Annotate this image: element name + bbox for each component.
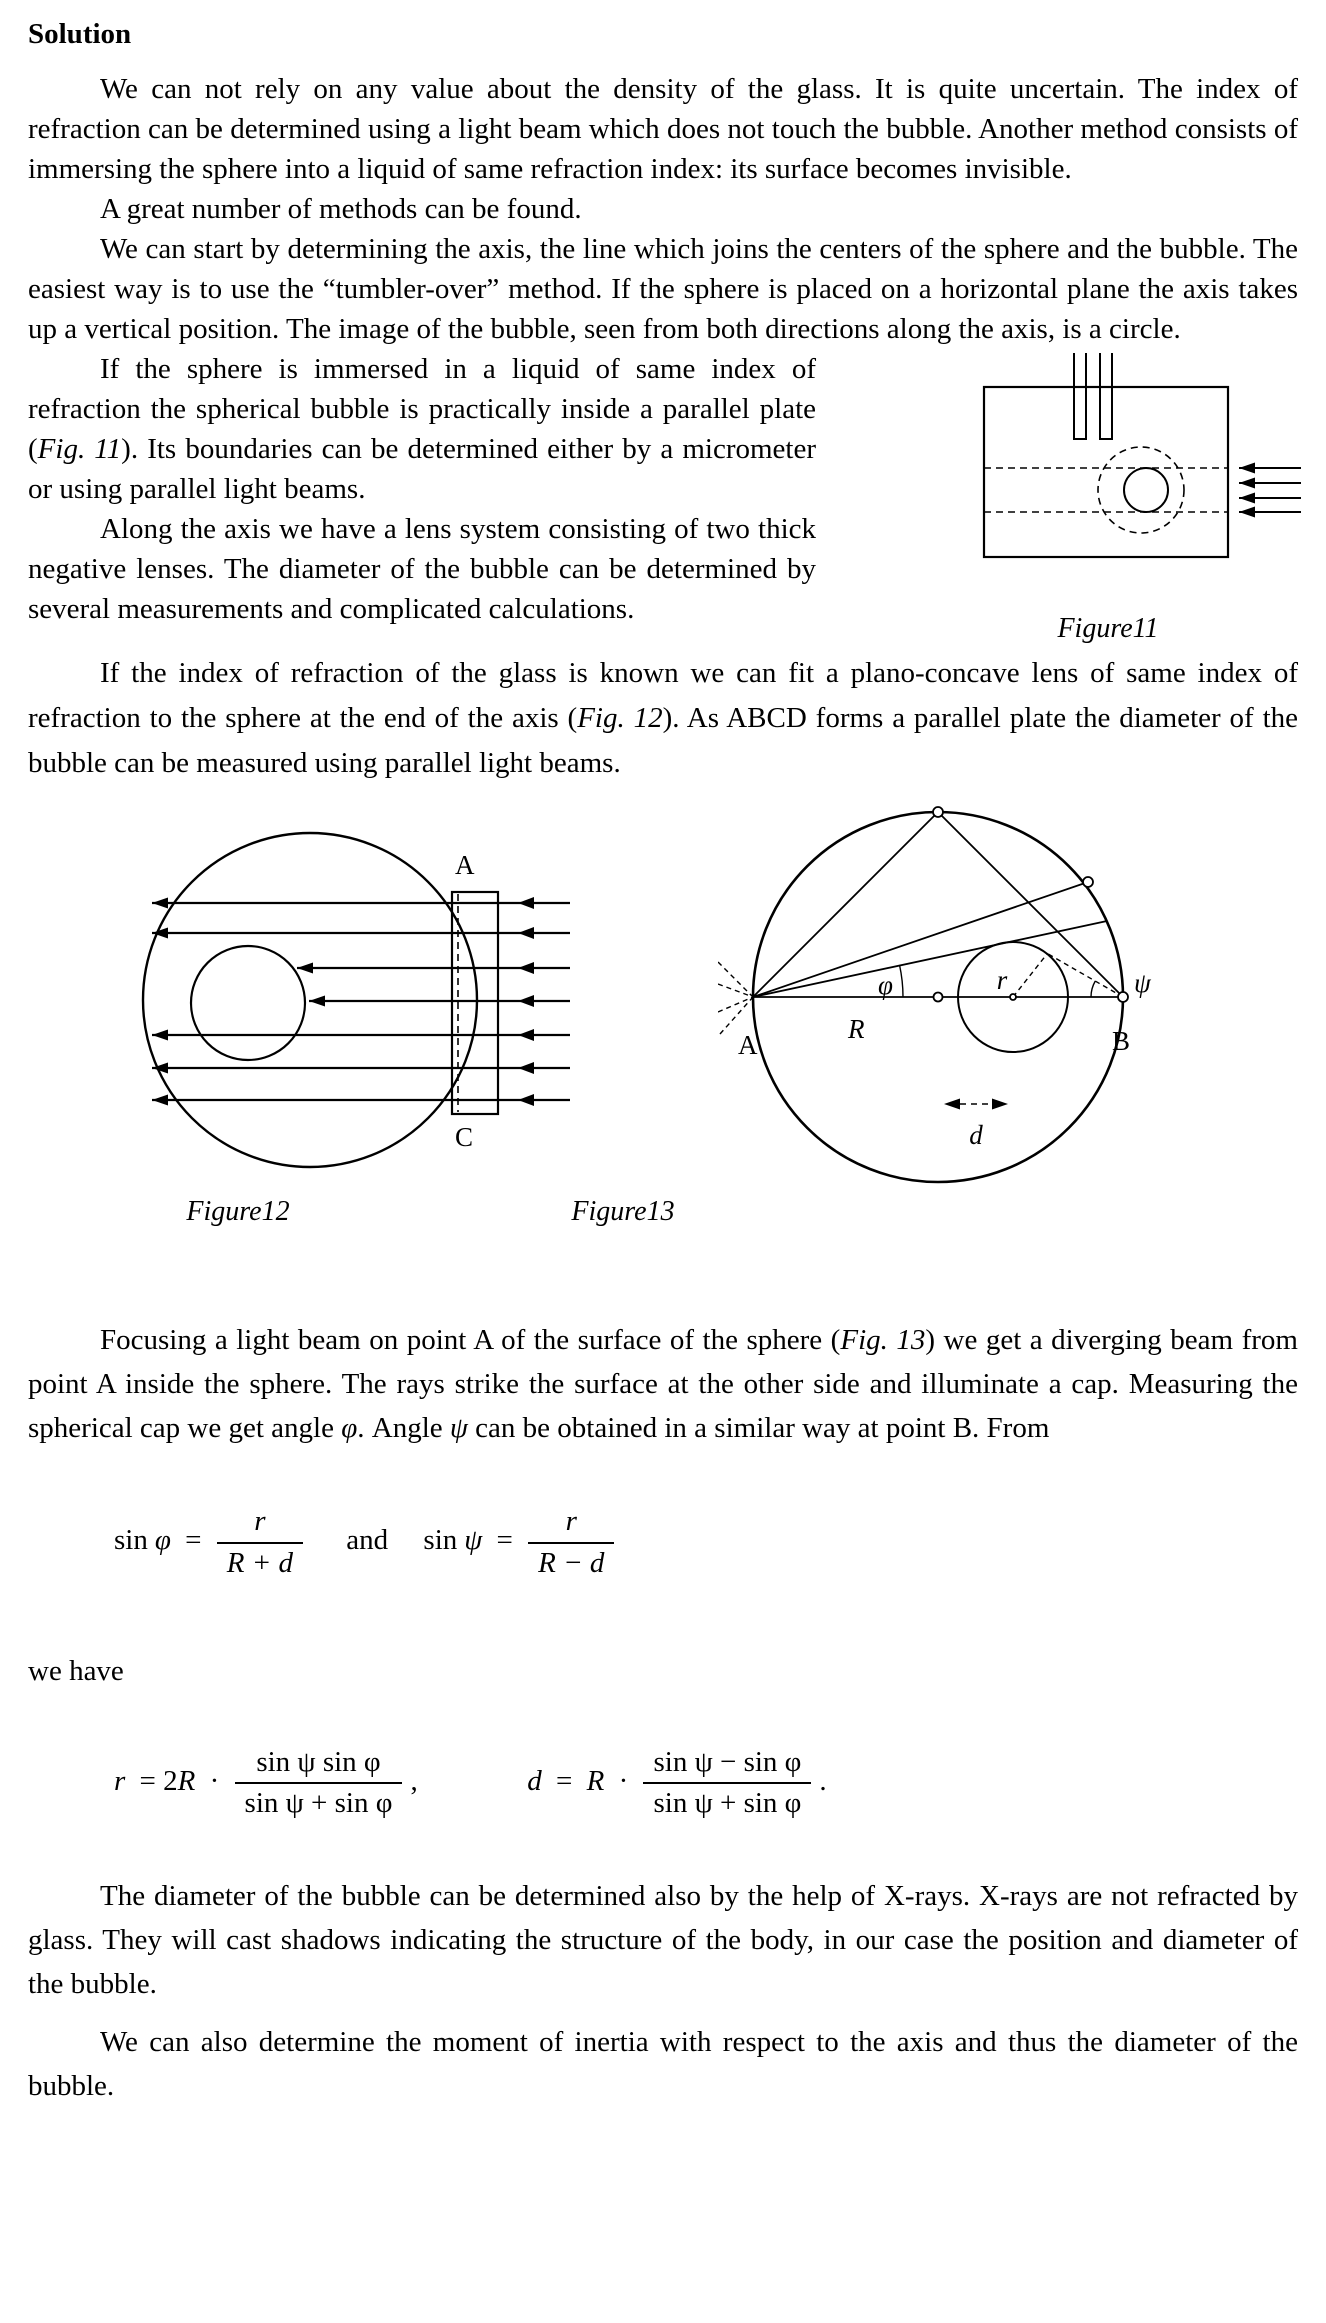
label-b: B — [1112, 1026, 1130, 1056]
formula-token: and — [346, 1524, 389, 1557]
label-psi: ψ — [1134, 968, 1152, 998]
captions-row: Figure12 Figure13 — [28, 1196, 1298, 1238]
fraction-numerator: sin ψ sin φ — [234, 1745, 403, 1785]
formula-token: = — [555, 1764, 573, 1797]
beam-boundary-lines — [984, 467, 1228, 513]
figure-11: Figure11 — [828, 353, 1301, 645]
formula-token: R — [177, 1764, 196, 1797]
sphere-dashed-circle — [1097, 446, 1185, 534]
fraction-denominator: sin ψ + sin φ — [653, 1787, 802, 1820]
formula-token: · — [618, 1764, 629, 1797]
fraction-denominator: R + d — [226, 1546, 294, 1579]
psi-symbol: ψ — [449, 1412, 468, 1445]
formula-token: . — [819, 1764, 827, 1797]
text-segment: ). As ABCD forms a parallel plate the di… — [28, 702, 1298, 779]
liquid-tank — [982, 386, 1230, 559]
formula-token: , — [410, 1764, 418, 1797]
label-phi: φ — [878, 970, 893, 1000]
micrometer-prongs-icon — [1073, 353, 1113, 441]
fraction-numerator: sin ψ − sin φ — [643, 1745, 812, 1785]
label-a: A — [455, 850, 475, 880]
figure-11-diagram — [982, 353, 1301, 559]
text-segment: If the sphere is immersed in a liquid of… — [28, 353, 816, 466]
fraction-numerator: r — [216, 1504, 304, 1544]
label-a: A — [738, 1030, 758, 1060]
fig13-reference: Fig. 13 — [840, 1323, 926, 1356]
bubble-circle — [189, 944, 307, 1062]
heading-solution: Solution — [28, 18, 132, 50]
paragraph-xrays: The diameter of the bubble can be determ… — [28, 1879, 1298, 2000]
formula-token: d — [527, 1764, 542, 1797]
figure-12-caption: Figure12 — [186, 1195, 290, 1227]
light-beam-arrows — [1239, 462, 1301, 518]
fraction-numerator: r — [528, 1504, 615, 1544]
formula-token: r — [114, 1764, 126, 1797]
d-dimension-arrow — [944, 1098, 1008, 1110]
paragraph-plano-concave: If the index of refraction of the glass … — [28, 651, 1298, 786]
paragraph-axis: We can start by determining the axis, th… — [28, 233, 1298, 346]
paragraph-methods: A great number of methods can be found. — [100, 193, 582, 226]
paragraph-lens-system: Along the axis we have a lens system con… — [28, 513, 816, 626]
fraction-denominator: R − d — [538, 1546, 605, 1579]
formula-token: ψ — [464, 1524, 483, 1557]
formula-token: φ — [154, 1524, 171, 1557]
formula-token: sin — [423, 1524, 458, 1557]
fig11-reference: Fig. 11 — [37, 433, 122, 466]
paragraph-immersed: If the sphere is immersed in a liquid of… — [28, 349, 1298, 509]
parallel-rays — [152, 897, 570, 1106]
formula-token: R — [586, 1764, 605, 1797]
text-segment: Focusing a light beam on point A of the … — [100, 1323, 841, 1356]
phi-symbol: φ — [341, 1412, 358, 1445]
formula-token: sin — [114, 1524, 148, 1557]
ray-mid-arrowheads — [518, 896, 534, 1106]
fraction-denominator: sin ψ + sin φ — [244, 1787, 393, 1820]
formula-token: = — [185, 1524, 202, 1557]
text-segment: ) we get a diverging beam from point A i… — [28, 1323, 1298, 1445]
text-segment: . Angle — [357, 1412, 450, 1445]
point-markers — [932, 806, 1129, 1003]
figure-12-diagram: A C — [141, 831, 570, 1169]
dashed-lines — [718, 946, 1124, 1035]
paragraph-inertia: We can also determine the moment of iner… — [28, 2025, 1298, 2102]
label-small-r: r — [997, 965, 1008, 995]
paragraph-density: We can not rely on any value about the d… — [28, 73, 1298, 186]
paragraph-focusing: Focusing a light beam on point A of the … — [28, 1318, 1298, 1450]
text-segment: can be obtained in a similar way at poin… — [467, 1412, 1050, 1445]
angle-arcs — [898, 964, 1096, 997]
formula-token: = 2 — [139, 1764, 178, 1797]
formula-token: · — [209, 1764, 220, 1797]
chord-lines — [752, 811, 1124, 998]
figures-12-13-block: A C — [28, 806, 1298, 1196]
formula-token: = — [496, 1524, 513, 1557]
label-d: d — [969, 1120, 983, 1150]
figure-13-caption: Figure13 — [571, 1195, 675, 1227]
lens-plate — [450, 890, 500, 1116]
label-c: C — [455, 1122, 473, 1152]
label-big-r: R — [847, 1014, 865, 1044]
bubble-circle — [1123, 467, 1169, 514]
paragraph-we-have: we have — [28, 1654, 124, 1687]
fig12-reference: Fig. 12 — [577, 702, 663, 735]
figure-11-caption: Figure11 — [1057, 613, 1159, 645]
text-segment: If the index of refraction of the glass … — [28, 657, 1298, 735]
figure-13-diagram: A B R r φ ψ d — [718, 806, 1152, 1184]
text-segment: ). Its boundaries can be determined eith… — [28, 433, 816, 506]
